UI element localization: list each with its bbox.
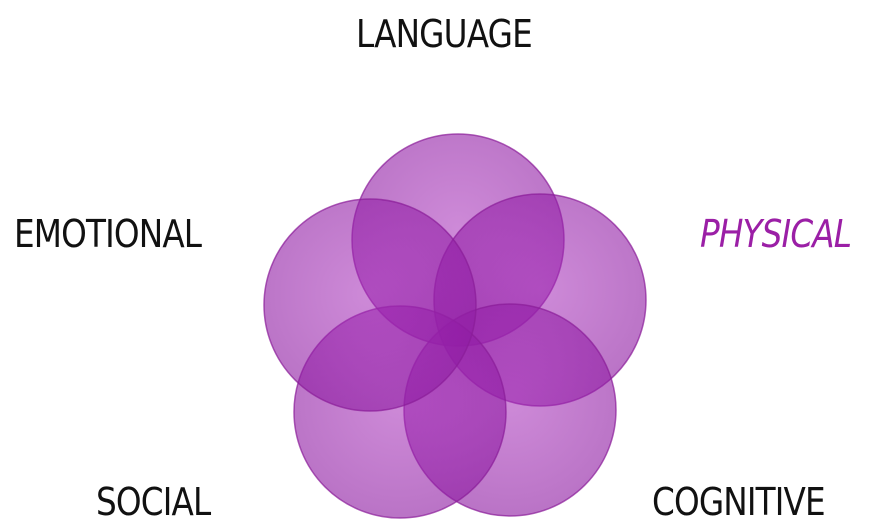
label-cognitive: COGNITIVE — [652, 480, 826, 524]
circle-emotional — [263, 198, 477, 412]
label-language: LANGUAGE — [356, 12, 533, 56]
label-emotional: EMOTIONAL — [14, 212, 202, 256]
label-social: SOCIAL — [96, 480, 211, 524]
label-physical: PHYSICAL — [700, 212, 852, 256]
